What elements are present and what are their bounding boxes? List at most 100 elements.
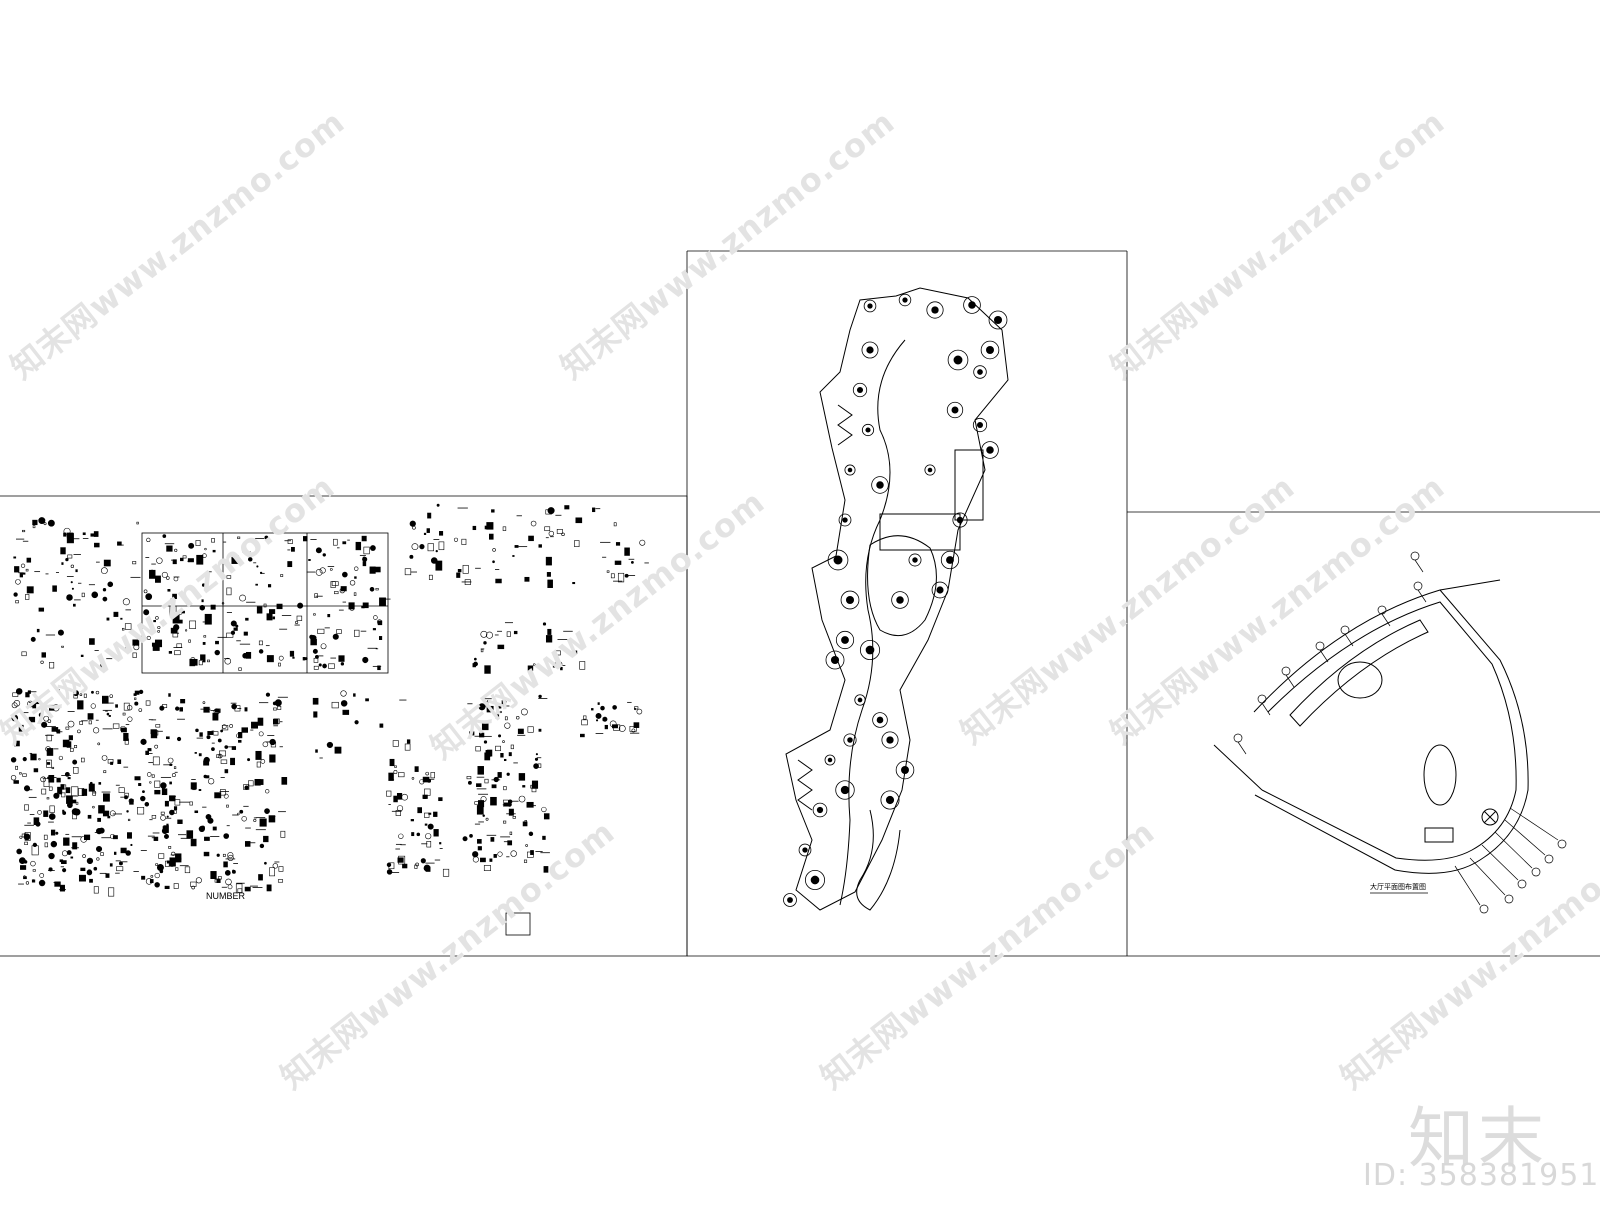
block-symbol: [62, 811, 67, 815]
block-symbol: [160, 815, 166, 821]
block-symbol: [518, 795, 526, 803]
block-symbol: [420, 858, 426, 864]
block-symbol: [138, 783, 142, 787]
block-symbol: [414, 766, 419, 772]
block-symbol: [435, 549, 438, 553]
block-symbol: [65, 741, 69, 745]
block-symbol: [354, 720, 359, 725]
block-symbol: [141, 875, 146, 880]
block-symbol: [203, 774, 208, 779]
tree-symbol: [804, 869, 826, 891]
block-symbol: [377, 620, 383, 626]
block-symbol: [32, 879, 35, 882]
block-symbol: [192, 785, 196, 791]
block-symbol: [313, 657, 319, 663]
block-symbol: [289, 650, 295, 657]
block-symbol: [336, 629, 342, 634]
block-symbol: [334, 746, 342, 754]
block-symbol: [73, 808, 81, 816]
block-symbol: [499, 710, 503, 714]
block-symbol: [581, 719, 588, 726]
block-symbol: [201, 583, 206, 587]
block-symbol: [222, 724, 227, 729]
block-symbol: [237, 812, 240, 816]
block-symbol: [149, 879, 154, 884]
block-symbol: [210, 871, 217, 879]
block-symbol: [411, 777, 415, 780]
block-symbol: [353, 592, 357, 596]
block-symbol: [215, 640, 219, 645]
block-symbol: [564, 505, 570, 510]
block-symbol: [21, 651, 27, 657]
block-symbol: [269, 609, 276, 614]
block-symbol: [159, 705, 165, 711]
leader-line: [1261, 702, 1271, 716]
block-symbol: [230, 757, 236, 766]
block-symbol: [149, 569, 155, 575]
block-symbol: [171, 851, 176, 856]
block-symbol: [573, 650, 578, 654]
block-symbol: [238, 667, 242, 671]
block-symbol: [124, 623, 132, 630]
block-symbol: [174, 548, 178, 552]
block-symbol: [216, 853, 220, 857]
block-symbol: [232, 869, 235, 872]
block-symbol: [610, 573, 615, 579]
lobby-inner-arc: [1261, 601, 1517, 861]
block-symbol: [145, 750, 149, 755]
block-symbol: [146, 635, 151, 641]
block-symbol: [134, 690, 140, 695]
block-symbol: [48, 786, 53, 791]
block-symbol: [362, 561, 367, 567]
block-symbol: [497, 772, 502, 778]
block-symbol: [406, 739, 411, 744]
block-symbol: [70, 581, 73, 584]
block-symbol: [108, 715, 111, 717]
block-symbol: [54, 881, 61, 887]
tree-symbol: [927, 467, 933, 473]
block-symbol: [221, 602, 225, 605]
block-symbol: [155, 616, 159, 620]
block-symbol: [122, 627, 125, 631]
block-symbol: [484, 752, 491, 761]
block-symbol: [152, 756, 160, 766]
block-symbol: [355, 541, 362, 551]
symbol-caption: NUMBER: [206, 891, 246, 901]
tree-symbol: [895, 760, 915, 780]
block-symbol: [184, 866, 191, 874]
block-symbol: [524, 576, 530, 582]
block-symbol: [264, 808, 270, 814]
block-symbol: [13, 592, 18, 597]
block-symbol: [186, 830, 194, 839]
block-symbol: [428, 574, 433, 580]
block-symbol: [124, 646, 131, 652]
block-symbol: [269, 867, 275, 877]
block-symbol: [102, 588, 107, 592]
block-symbol: [195, 540, 201, 546]
block-symbol: [427, 512, 432, 519]
block-symbol: [32, 525, 36, 529]
block-symbol: [574, 540, 580, 547]
block-symbol: [636, 708, 643, 715]
block-symbol: [332, 633, 339, 640]
block-symbol: [20, 865, 27, 870]
block-symbol: [108, 887, 115, 897]
landscape-plan: [785, 287, 1009, 911]
stair-upper: [837, 404, 853, 446]
block-symbol: [223, 833, 230, 839]
block-symbol: [80, 654, 84, 657]
block-symbol: [134, 697, 137, 700]
block-symbol: [109, 810, 116, 817]
block-symbol: [218, 750, 226, 757]
block-symbol: [462, 836, 468, 842]
block-symbol: [229, 724, 234, 728]
block-symbol: [379, 723, 384, 728]
tree-symbol: [885, 795, 895, 805]
block-symbol: [57, 688, 60, 692]
block-symbol: [107, 815, 111, 819]
block-symbol: [266, 655, 274, 663]
block-symbol: [120, 617, 123, 620]
block-symbol: [41, 721, 48, 728]
block-symbol: [224, 745, 229, 749]
block-symbol: [212, 549, 216, 553]
